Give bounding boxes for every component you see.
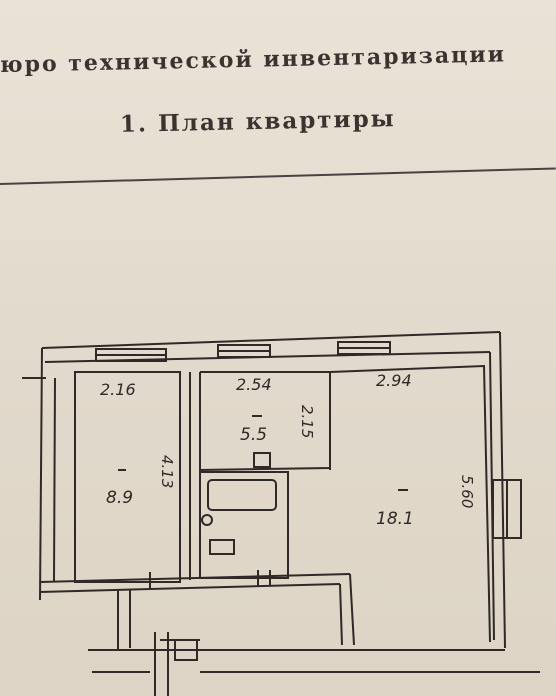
room-right-walls — [329, 364, 491, 643]
left-room-length: 4.13 — [158, 455, 176, 488]
outer-wall-right — [489, 331, 522, 649]
window-right — [337, 341, 391, 355]
window-middle — [217, 344, 271, 358]
left-room-area: 8.9 — [106, 488, 133, 508]
corridor-walls — [39, 573, 540, 696]
middle-room-length: 2.15 — [298, 405, 316, 438]
right-room-width: 2.94 — [376, 371, 412, 390]
right-room-length: 5.60 — [458, 475, 476, 508]
middle-room-width: 2.54 — [236, 375, 272, 394]
bathroom-walls — [199, 452, 289, 579]
dimension-ticks — [118, 415, 408, 590]
outer-wall-left — [22, 347, 56, 601]
window-left — [95, 348, 167, 362]
right-room-area: 18.1 — [376, 509, 414, 529]
left-room-width: 2.16 — [100, 380, 136, 399]
room-left-walls — [74, 371, 181, 583]
middle-room-area: 5.5 — [240, 425, 267, 445]
